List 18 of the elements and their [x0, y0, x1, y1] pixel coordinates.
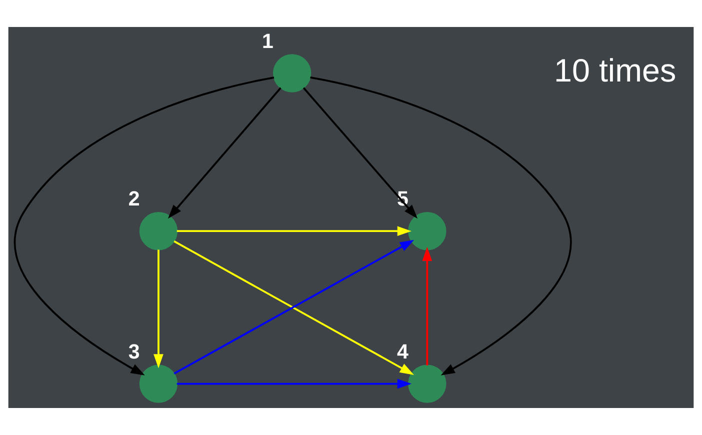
node-circle [139, 212, 178, 250]
node-circle [408, 364, 446, 403]
arrow [176, 226, 412, 236]
node-label: 1 [262, 30, 274, 53]
arrow [422, 246, 432, 366]
node-circle [408, 212, 446, 250]
node-label: 4 [397, 340, 409, 364]
label: 10 times [554, 52, 676, 88]
arrow [168, 87, 282, 219]
arrow [302, 87, 418, 219]
node-circle [139, 364, 178, 403]
arrow [176, 378, 412, 389]
arrow [154, 250, 164, 368]
arrow [310, 76, 572, 376]
node-label: 3 [128, 340, 140, 364]
node-circle [273, 54, 312, 92]
node-label: 2 [128, 188, 140, 211]
arrow [14, 76, 274, 376]
